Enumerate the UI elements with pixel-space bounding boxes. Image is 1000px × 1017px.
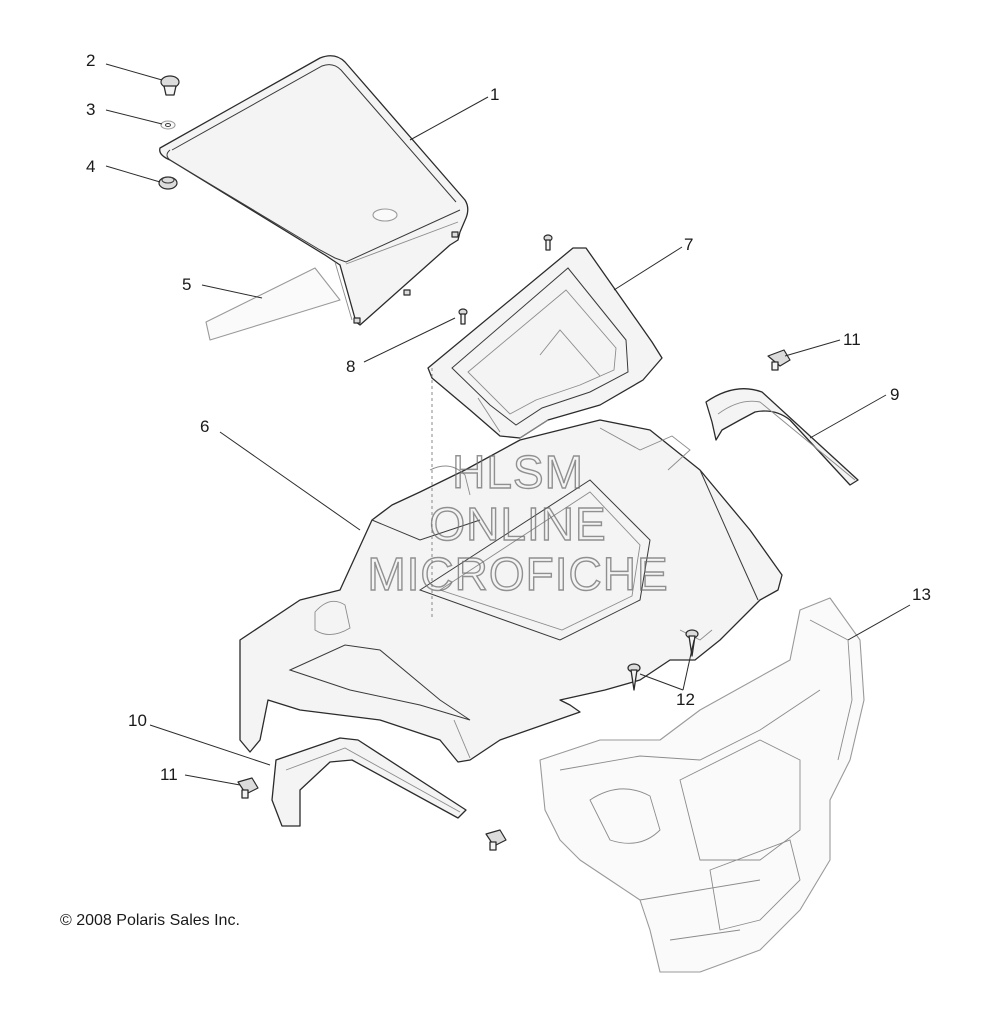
part-1-storage-lid [159, 55, 469, 326]
callout-10: 10 [128, 711, 147, 730]
part-3-washer [160, 120, 176, 130]
part-13-front-bumper [539, 597, 865, 973]
callout-6: 6 [200, 417, 209, 436]
watermark-line-2: ONLINE [429, 498, 606, 550]
callout-3: 3 [86, 100, 95, 119]
part-10-left-trim [271, 737, 467, 827]
part-4-grommet [158, 176, 178, 190]
callout-5: 5 [182, 275, 191, 294]
callout-7: 7 [684, 235, 693, 254]
watermark-line-1: HLSM [452, 446, 584, 498]
part-11-rivet-upper [767, 349, 791, 371]
callout-labels: 2 3 4 1 5 7 8 11 9 6 13 12 10 11 [86, 51, 931, 784]
part-7-storage-tub [427, 247, 663, 439]
callout-8: 8 [346, 357, 355, 376]
watermark: HLSM ONLINE MICROFICHE [367, 445, 669, 600]
callout-11-upper: 11 [843, 330, 861, 349]
callout-9: 9 [890, 385, 899, 404]
watermark-line-3: MICROFICHE [367, 548, 668, 600]
callout-2: 2 [86, 51, 95, 70]
part-9-right-trim [705, 388, 859, 486]
part-5-decal [205, 267, 341, 341]
part-6-front-hood [239, 419, 783, 763]
part-8-screw [458, 308, 468, 325]
callout-13: 13 [912, 585, 931, 604]
part-2-latch-knob [160, 75, 180, 96]
part-11-rivet-lower [237, 777, 259, 799]
callout-1: 1 [490, 85, 499, 104]
leader-lines [105, 63, 911, 786]
part-12-screw-left [627, 663, 641, 691]
callout-4: 4 [86, 157, 95, 176]
copyright-notice: © 2008 Polaris Sales Inc. [60, 912, 240, 929]
part-11-rivet-bottom [485, 829, 507, 851]
callout-12: 12 [676, 690, 695, 709]
callout-11-lower: 11 [160, 765, 178, 784]
part-8-screw-upper [543, 234, 553, 251]
